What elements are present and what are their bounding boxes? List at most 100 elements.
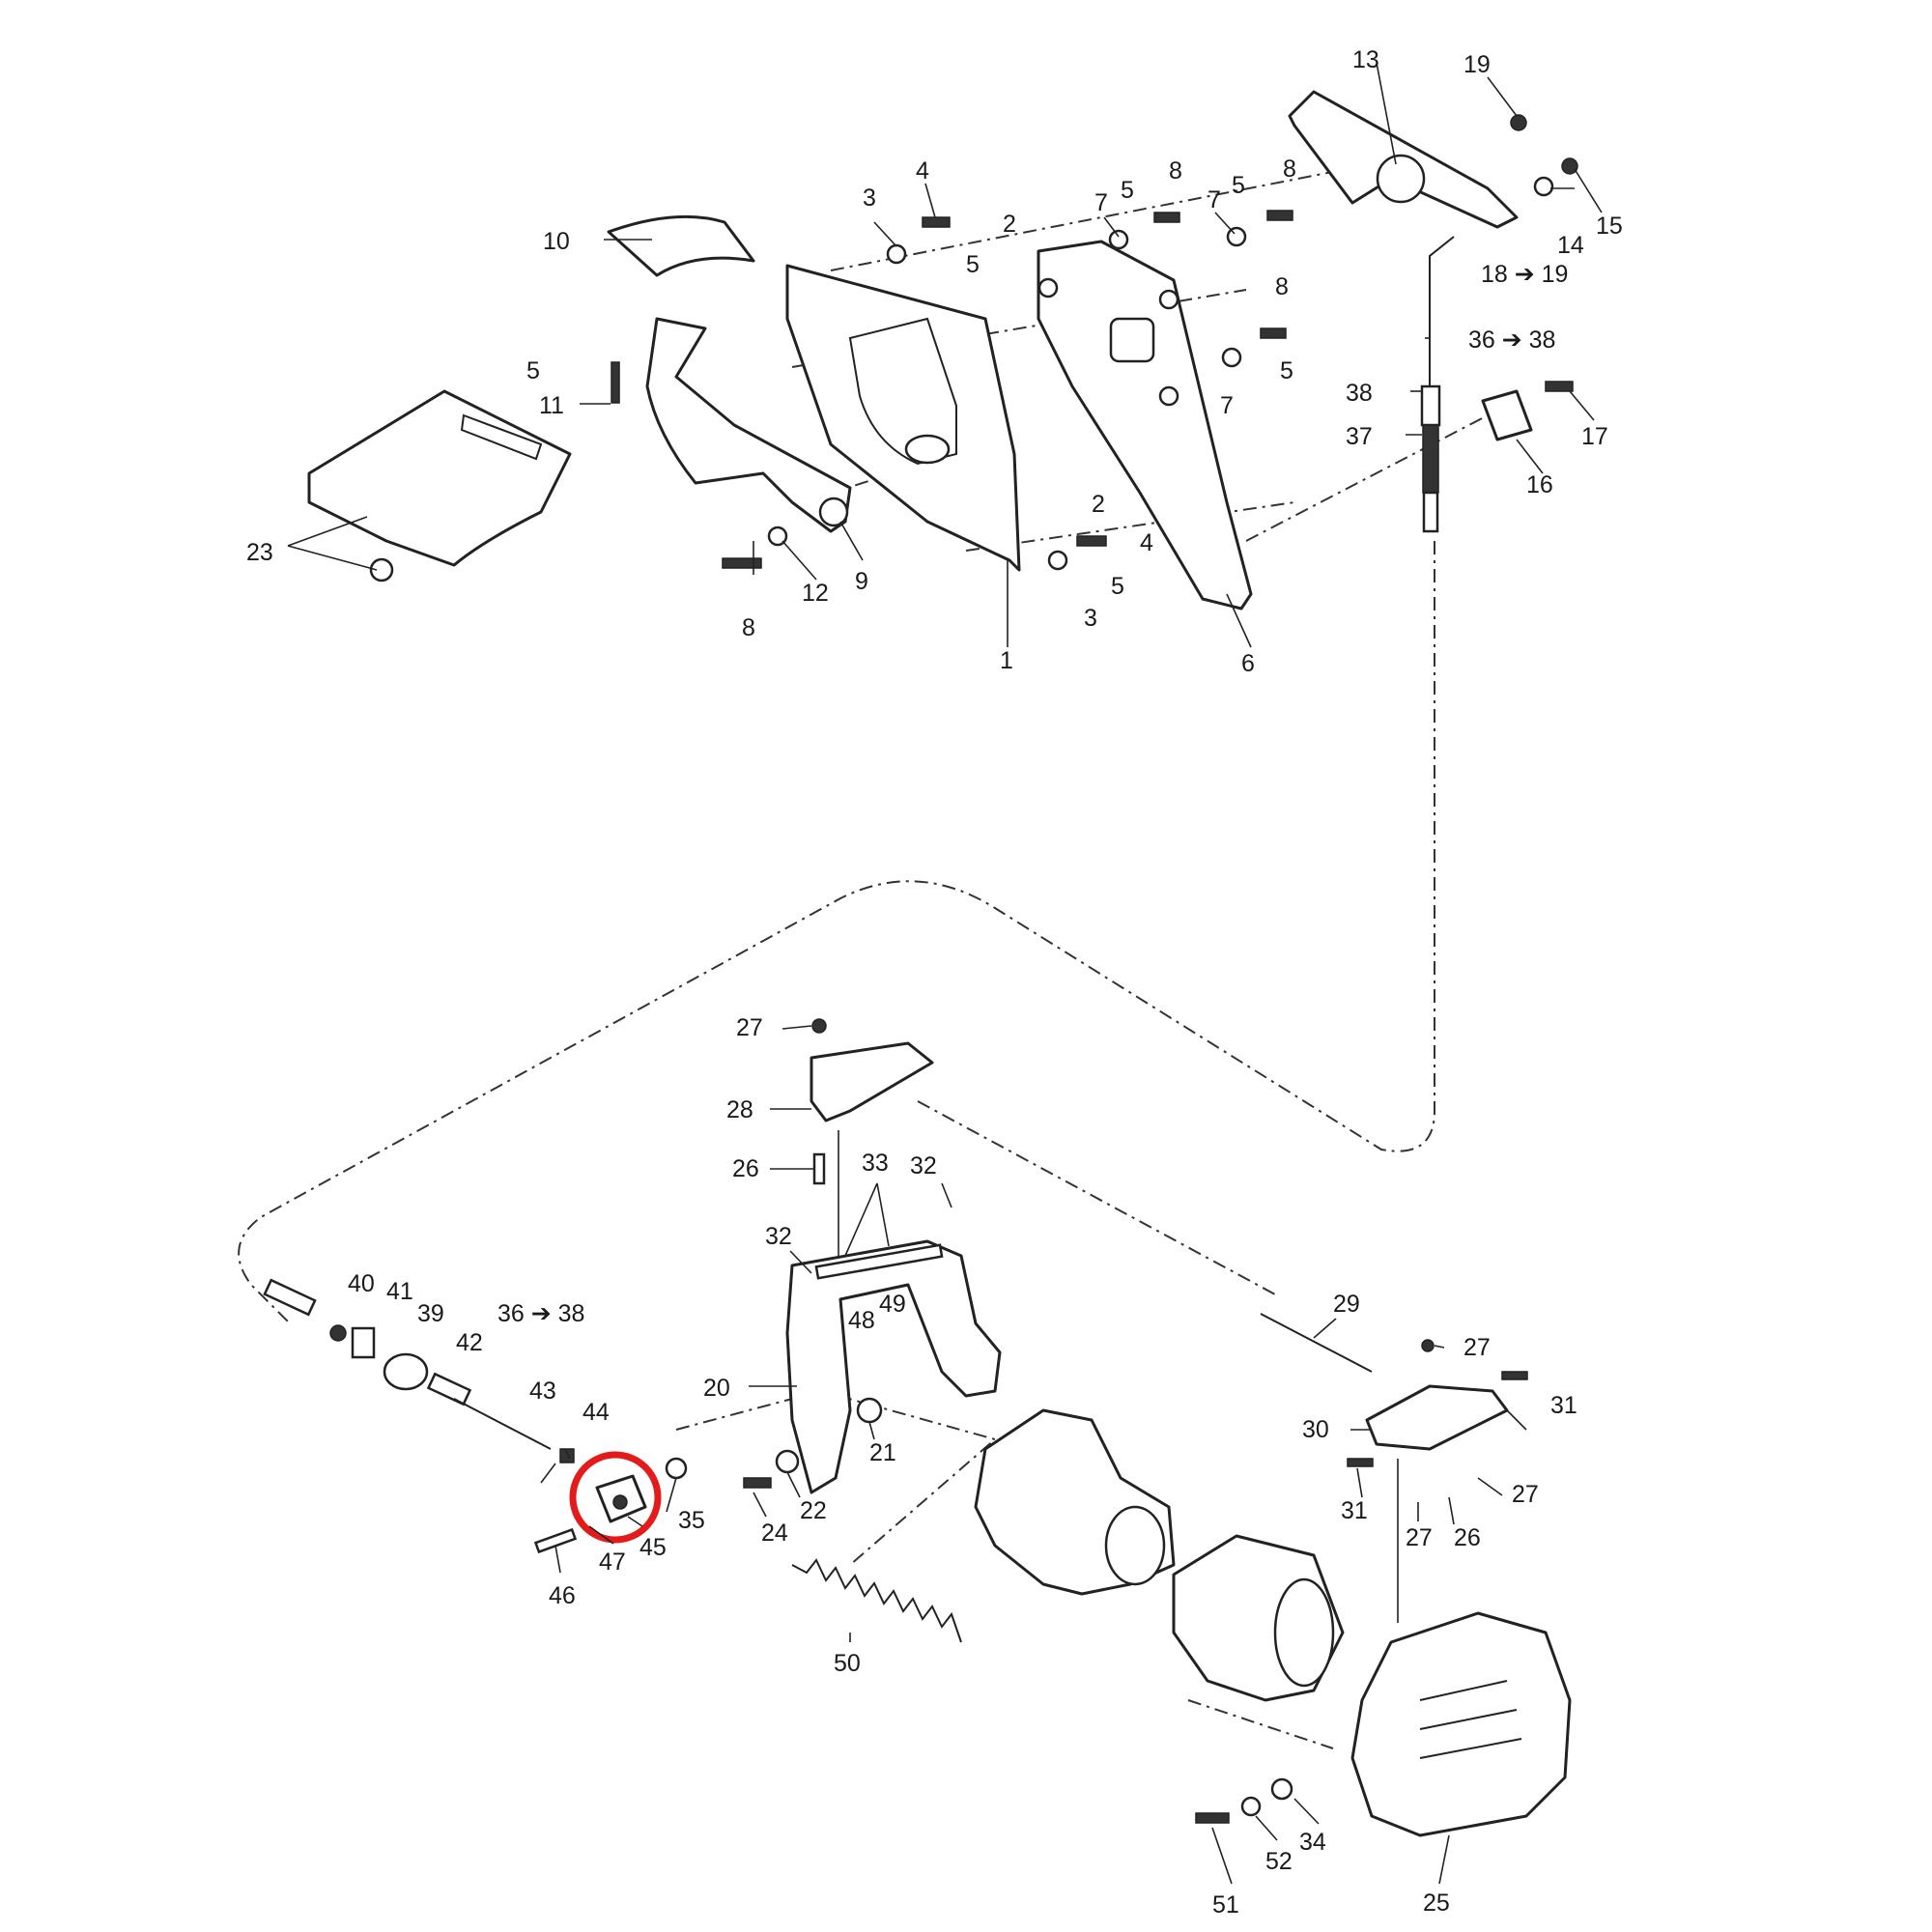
- callout-47: 47: [599, 1548, 626, 1576]
- callout-7: 7: [1094, 189, 1108, 216]
- cable-sleeve-38: [1420, 384, 1441, 427]
- cover-knob: [369, 557, 394, 582]
- callout-31: 31: [1341, 1497, 1368, 1524]
- callout-26: 26: [732, 1155, 759, 1182]
- fastener-27: [1421, 1339, 1435, 1352]
- plate-part: [1037, 240, 1253, 611]
- pump-outlet: [1104, 1505, 1166, 1586]
- callout-36-38: 36 ➔ 38: [1468, 327, 1555, 354]
- lever-arm-part: [645, 317, 852, 533]
- callout-4: 4: [1140, 529, 1153, 556]
- callout-36-38: 36 ➔ 38: [497, 1300, 584, 1327]
- callout-19: 19: [1463, 51, 1491, 78]
- callout-13: 13: [1352, 46, 1379, 73]
- sleeve-42: [426, 1372, 472, 1406]
- washer-7: [1226, 226, 1247, 247]
- callout-29: 29: [1333, 1291, 1360, 1318]
- callout-39: 39: [417, 1300, 444, 1327]
- callout-5: 5: [1280, 357, 1293, 384]
- bolt-11: [611, 361, 620, 404]
- callout-14: 14: [1557, 232, 1584, 259]
- housing-bore: [904, 434, 951, 465]
- callout-21: 21: [869, 1439, 896, 1466]
- rod-29-part: [1260, 1313, 1373, 1373]
- bolt-8: [722, 557, 762, 569]
- bolt-51: [1195, 1812, 1230, 1824]
- callout-26: 26: [1454, 1524, 1481, 1551]
- callout-8: 8: [1275, 273, 1289, 300]
- bolt-31: [1501, 1371, 1528, 1380]
- bolt-8: [1260, 327, 1287, 339]
- callout-40: 40: [348, 1270, 375, 1297]
- callout-27: 27: [1463, 1334, 1491, 1361]
- nut-40: [329, 1324, 347, 1342]
- bolt-8: [1266, 210, 1293, 221]
- callout-12: 12: [802, 580, 829, 607]
- bolt-24: [743, 1477, 772, 1489]
- callout-11: 11: [539, 392, 564, 419]
- callout-22: 22: [800, 1497, 827, 1524]
- callout-48: 48: [848, 1307, 875, 1334]
- callout-45: 45: [639, 1534, 667, 1561]
- callout-15: 15: [1596, 213, 1623, 240]
- callout-32: 32: [765, 1223, 792, 1250]
- callout-8: 8: [1283, 156, 1296, 183]
- callout-25: 25: [1423, 1889, 1450, 1917]
- callout-30: 30: [1302, 1416, 1329, 1443]
- callout-20: 20: [703, 1375, 730, 1402]
- washer-3: [886, 243, 907, 265]
- callout-23: 23: [246, 539, 273, 566]
- washer-7: [1108, 229, 1129, 250]
- assembly-line: [917, 1100, 1276, 1295]
- callout-2: 2: [1003, 211, 1016, 238]
- callout-7: 7: [1208, 186, 1221, 213]
- bushing-22: [775, 1449, 800, 1474]
- nut-44: [559, 1448, 575, 1463]
- callout-43: 43: [529, 1378, 556, 1405]
- callout-8: 8: [742, 614, 755, 641]
- bucket-vanes: [1419, 1680, 1522, 1759]
- washer-52: [1240, 1796, 1262, 1817]
- cover-tab: [460, 413, 543, 461]
- callout-35: 35: [678, 1507, 705, 1534]
- highlight-circle: [569, 1451, 662, 1544]
- assembly-line: [1187, 1699, 1334, 1749]
- callout-27: 27: [1406, 1524, 1433, 1551]
- plate-boss: [1109, 317, 1155, 363]
- callout-42: 42: [456, 1329, 483, 1356]
- callout-28: 28: [726, 1096, 753, 1123]
- nozzle-ring: [1273, 1577, 1335, 1688]
- callout-8: 8: [1169, 157, 1182, 185]
- callout-16: 16: [1526, 471, 1553, 498]
- bushing-45-core: [612, 1494, 628, 1510]
- callout-34: 34: [1299, 1829, 1326, 1856]
- handle-hub: [1376, 154, 1426, 204]
- callout-4: 4: [916, 157, 929, 185]
- nut-34: [1270, 1777, 1293, 1801]
- callout-3: 3: [1084, 605, 1097, 632]
- leader-lines: [287, 62, 1603, 1885]
- assembly-line: [1245, 414, 1489, 542]
- callout-5: 5: [1232, 172, 1245, 199]
- reverse-bucket-part: [1350, 1611, 1572, 1837]
- callout-41: 41: [386, 1278, 413, 1305]
- callout-1: 1: [1000, 647, 1013, 674]
- callout-9: 9: [855, 568, 868, 595]
- callout-7: 7: [1220, 392, 1234, 419]
- callout-5: 5: [966, 251, 980, 278]
- callout-18: 18 ➔ 19: [1481, 261, 1568, 288]
- callout-44: 44: [582, 1399, 610, 1426]
- bushing-21: [856, 1397, 883, 1424]
- decal-part: [607, 214, 755, 277]
- bolt-8: [1153, 212, 1180, 223]
- bolt-4: [922, 216, 951, 228]
- shaft-33: [814, 1243, 944, 1280]
- washer-7: [1221, 347, 1242, 368]
- cable-end-40: [263, 1278, 317, 1317]
- callout-50: 50: [834, 1650, 861, 1677]
- callout-24: 24: [761, 1520, 788, 1547]
- lever-pivot: [818, 497, 849, 527]
- washer-12: [767, 526, 788, 547]
